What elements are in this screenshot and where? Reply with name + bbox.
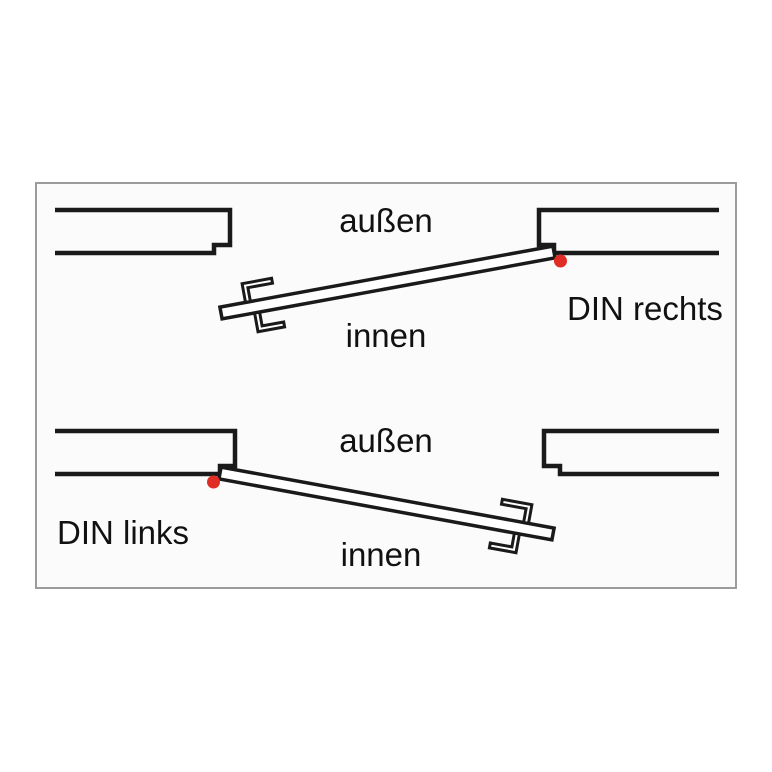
- hinge-dot-marker: [207, 475, 220, 489]
- din-links-diagram: [55, 428, 719, 555]
- label-din-rechts: DIN rechts: [567, 290, 723, 327]
- label-outside-bottom: außen: [339, 422, 433, 459]
- wall-right-profile: [541, 428, 719, 477]
- label-outside-top: außen: [339, 202, 433, 239]
- hinge-dot-marker: [554, 254, 567, 268]
- label-inside-bottom: innen: [341, 536, 422, 573]
- door-handle-inside-icon: [487, 531, 522, 555]
- din-rechts-diagram: [55, 207, 719, 334]
- door-handle-inside-icon: [252, 310, 287, 334]
- label-din-links: DIN links: [57, 514, 189, 551]
- diagram-frame: [35, 182, 737, 589]
- wall-left-profile: [55, 428, 238, 477]
- label-inside-top: innen: [346, 317, 427, 354]
- door-handle-outside-icon: [499, 497, 534, 526]
- wall-left-profile: [55, 207, 233, 256]
- wall-right-profile: [536, 207, 719, 256]
- door-handle-outside-icon: [240, 276, 275, 305]
